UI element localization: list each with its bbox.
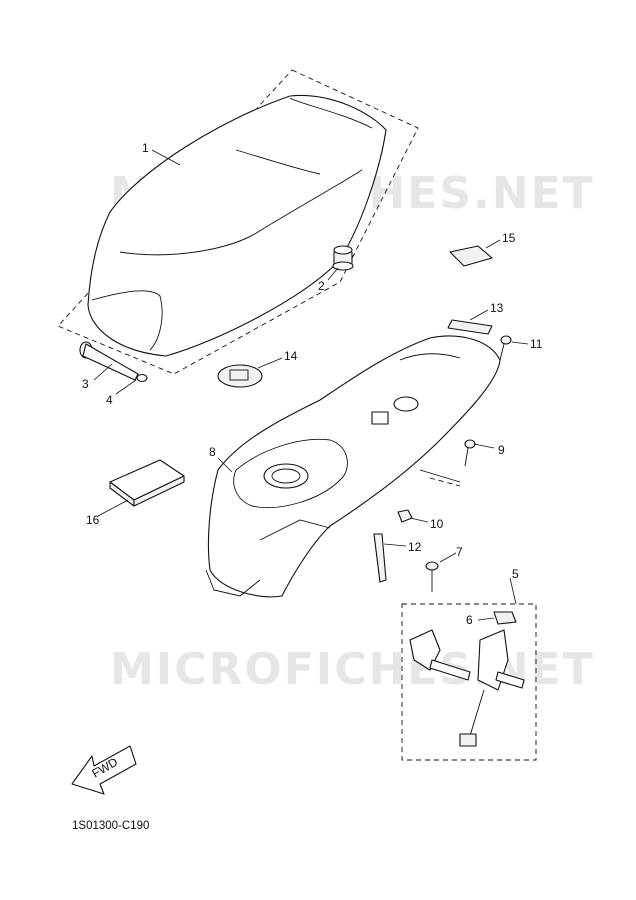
callout-13: 13 [490,301,504,315]
seat [87,94,387,357]
callout-6: 6 [466,613,473,627]
screw [425,561,439,592]
emblem [217,364,263,388]
callout-7: 7 [456,545,463,559]
hose [373,533,387,583]
bumper [332,245,354,271]
washer [136,373,148,383]
bolt-9 [464,439,476,467]
lock-set-outline [401,603,537,761]
callout-14: 14 [284,349,298,363]
callout-3: 3 [82,377,89,391]
owner-manual [109,459,185,507]
callout-2: 2 [318,279,325,293]
callout-8: 8 [209,445,216,459]
storage-box [205,335,501,598]
watermark-bottom: MICROFICHES.NET [110,644,595,695]
callout-15: 15 [502,231,516,245]
main-switch-lock [409,611,525,747]
label-strip [447,319,493,335]
hinge-shaft [79,341,139,381]
label-small [449,245,493,267]
callout-4: 4 [106,393,113,407]
callout-16: 16 [86,513,100,527]
bolt-11 [499,335,512,361]
diagram-code: 1S01300-C190 [72,820,149,832]
fwd-arrow-icon: FWD [71,745,137,795]
callout-1: 1 [142,141,149,155]
callout-10: 10 [430,517,444,531]
callout-5: 5 [512,567,519,581]
bolt-9-guide [429,477,461,487]
callout-9: 9 [498,443,505,457]
callout-11: 11 [530,337,543,351]
callout-12: 12 [408,540,422,554]
nut [397,509,413,523]
